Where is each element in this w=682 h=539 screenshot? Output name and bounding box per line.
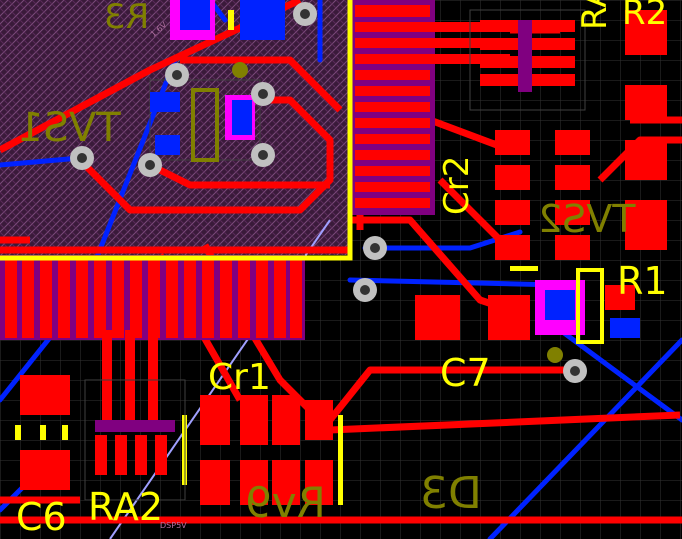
label-tvs2: TVS2 bbox=[538, 197, 636, 241]
ic-pads-right bbox=[350, 0, 510, 215]
label-r3: R3 bbox=[104, 0, 150, 37]
ic-pads-bottom bbox=[0, 255, 305, 420]
label-c7: C7 bbox=[440, 351, 491, 395]
component-ra2 bbox=[84, 379, 186, 501]
label-c6: C6 bbox=[16, 495, 67, 539]
label-rv9: Rv9 bbox=[245, 478, 326, 527]
ic-outline bbox=[0, 0, 353, 261]
label-r1: R1 bbox=[617, 259, 668, 303]
component-cr1 bbox=[182, 395, 343, 505]
label-ra3-vertical: RA3 bbox=[575, 0, 615, 30]
label-ra2: RA2 bbox=[88, 485, 164, 529]
component-tvs1 bbox=[149, 79, 261, 162]
label-tvs1: TVS1 bbox=[18, 105, 121, 151]
component-r3 bbox=[170, 0, 285, 40]
vias bbox=[70, 2, 587, 383]
label-cr1: Cr1 bbox=[208, 357, 271, 398]
label-cr2: Cr2 bbox=[437, 155, 477, 215]
component-ra3 bbox=[469, 9, 586, 111]
component-c7 bbox=[415, 266, 640, 344]
component-c6 bbox=[15, 375, 70, 490]
label-dsp5v: DSP5V bbox=[160, 521, 187, 530]
label-r2: R2 bbox=[622, 0, 668, 33]
component-r2 bbox=[625, 10, 667, 250]
polygon-pour bbox=[0, 0, 350, 255]
component-tvs2 bbox=[495, 130, 590, 260]
label-d3: D3 bbox=[420, 468, 482, 519]
